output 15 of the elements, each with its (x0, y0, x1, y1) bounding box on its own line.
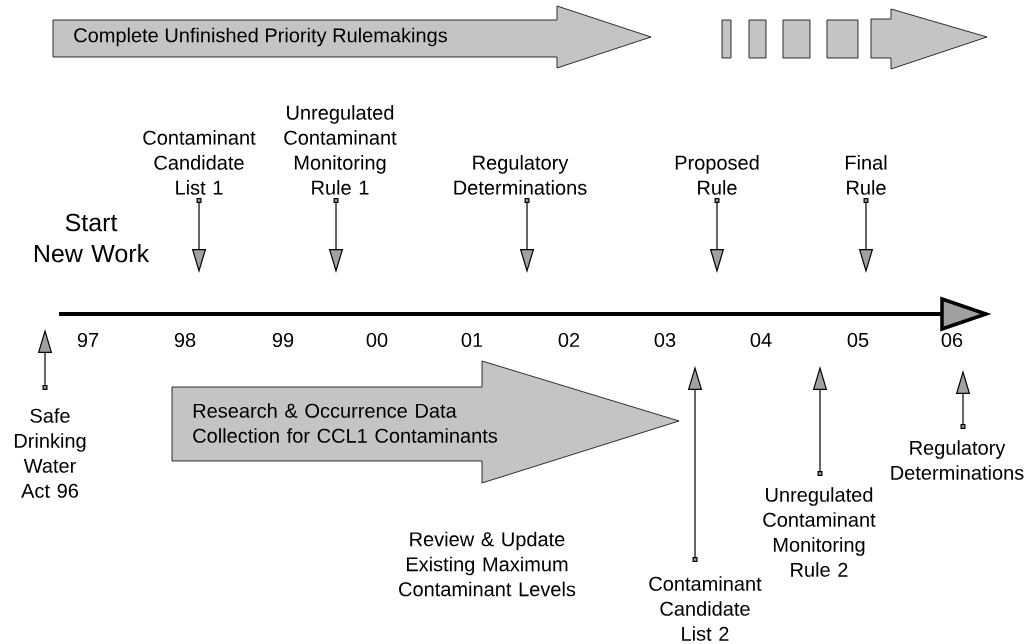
event-label: Final Rule (846, 155, 887, 195)
event-label: Proposed Rule (675, 155, 759, 195)
event-label: Regulatory Determinations (891, 440, 1024, 480)
event-label: Safe Drinking Water Act 96 (15, 408, 86, 498)
year-label: 97 (77, 332, 99, 348)
event-label: Contaminant Candidate List 2 (649, 576, 762, 641)
note-text: Review & Update Existing Maximum Contaminant Levels (399, 531, 576, 597)
year-label: 06 (941, 332, 963, 348)
year-label: 05 (847, 332, 869, 348)
event-label: Unregulated Contaminant Monitoring Rule 2 (763, 487, 876, 577)
event-label: Regulatory Determinations (454, 155, 587, 195)
heading-text: Start New Work (34, 213, 150, 263)
year-label: 04 (750, 332, 772, 348)
event-label: Unregulated Contaminant Monitoring Rule 1 (284, 105, 397, 195)
event-label: Contaminant Candidate List 1 (143, 130, 256, 195)
